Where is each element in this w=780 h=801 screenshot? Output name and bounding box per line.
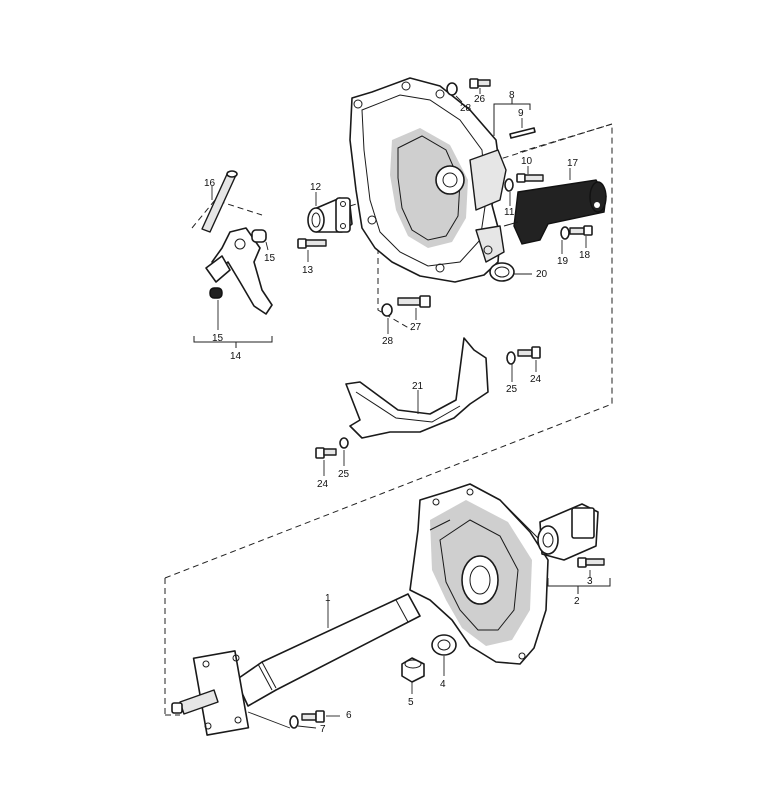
callout-25-right: 25 xyxy=(506,384,518,395)
release-fork-14 xyxy=(205,227,273,315)
bolt-3 xyxy=(577,557,605,568)
bolt-13 xyxy=(297,238,327,249)
bolt-24-left xyxy=(315,447,337,459)
washer-28-lower xyxy=(381,303,393,317)
callout-11: 11 xyxy=(504,207,515,218)
group-brackets xyxy=(193,98,611,594)
callout-15-lower: 15 xyxy=(212,333,224,344)
bushing-15-lower xyxy=(209,287,223,299)
washer-25-right xyxy=(506,351,516,365)
callout-19: 19 xyxy=(557,256,569,267)
callout-13: 13 xyxy=(302,265,314,276)
callout-6: 6 xyxy=(346,710,352,721)
nut-4 xyxy=(431,634,457,656)
callout-26: 26 xyxy=(474,94,486,105)
bell-housing xyxy=(349,77,507,283)
callout-10: 10 xyxy=(521,156,533,167)
bushing-15-upper xyxy=(251,229,267,243)
callout-numbers: 1 2 3 4 5 6 7 8 9 10 11 12 13 14 15 15 1… xyxy=(204,90,593,735)
callout-2: 2 xyxy=(574,596,580,607)
callout-21: 21 xyxy=(412,381,424,392)
callout-25-left: 25 xyxy=(338,469,350,480)
callout-1: 1 xyxy=(325,593,331,604)
cover-plate-21 xyxy=(345,337,489,439)
callout-3: 3 xyxy=(587,576,593,587)
washer-7 xyxy=(289,715,299,729)
slave-cylinder-17 xyxy=(503,179,607,245)
callout-16: 16 xyxy=(204,178,216,189)
callout-20: 20 xyxy=(536,269,548,280)
callout-28-upper: 28 xyxy=(460,103,472,114)
callout-8: 8 xyxy=(509,90,515,101)
leader-lines xyxy=(211,88,591,729)
callout-7: 7 xyxy=(320,724,326,735)
callout-24-right: 24 xyxy=(530,374,542,385)
callout-4: 4 xyxy=(440,679,446,690)
callout-14: 14 xyxy=(230,351,242,362)
callout-12: 12 xyxy=(310,182,322,193)
callout-27: 27 xyxy=(410,322,422,333)
bolt-10 xyxy=(516,173,544,183)
callout-9: 9 xyxy=(518,108,524,119)
callout-17: 17 xyxy=(567,158,579,169)
transaxle-housing xyxy=(409,483,549,665)
nut-5 xyxy=(401,657,425,683)
washer-11 xyxy=(504,178,514,192)
bolt-18 xyxy=(569,225,593,236)
central-tube-1 xyxy=(171,593,421,736)
callout-15-upper: 15 xyxy=(264,253,276,264)
seal-20 xyxy=(489,262,515,282)
pin-9 xyxy=(509,127,536,139)
mount-2 xyxy=(537,503,599,561)
callout-24-left: 24 xyxy=(317,479,329,490)
bolt-26 xyxy=(469,78,491,89)
washer-19 xyxy=(560,226,570,240)
washer-28-upper xyxy=(446,82,458,96)
callout-18: 18 xyxy=(579,250,591,261)
bolt-24-right xyxy=(517,346,541,359)
callout-28-lower: 28 xyxy=(382,336,394,347)
callout-5: 5 xyxy=(408,697,414,708)
bolt-6 xyxy=(301,710,325,723)
bolt-27 xyxy=(397,295,431,308)
guide-tube xyxy=(307,197,353,233)
release-shaft-16 xyxy=(201,170,238,233)
washer-25-left xyxy=(339,437,349,449)
